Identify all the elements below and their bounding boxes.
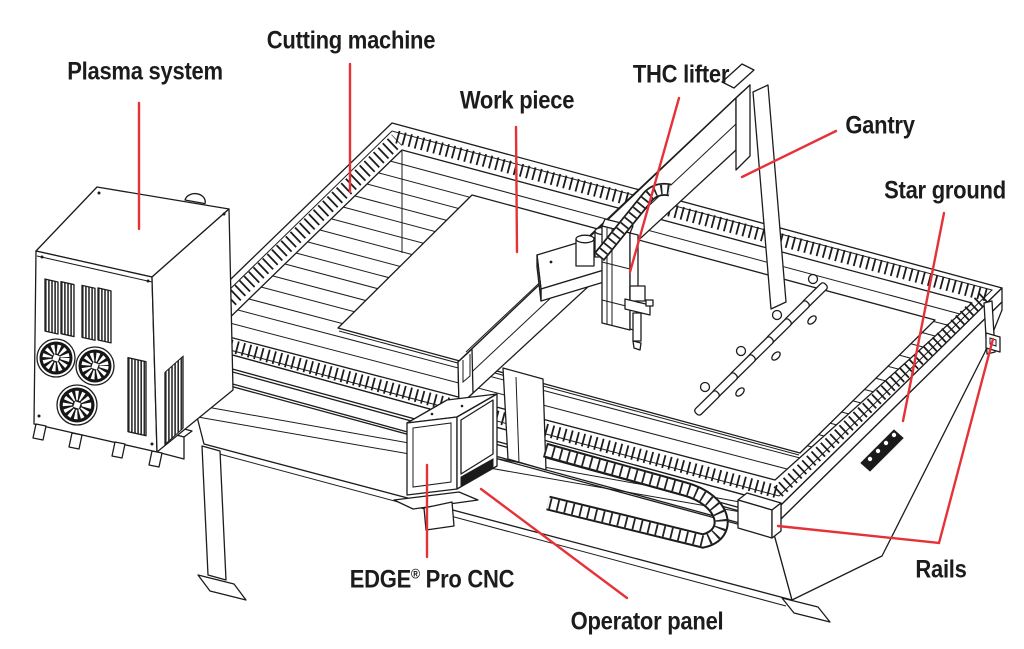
operator-panel-drawing bbox=[393, 393, 498, 531]
front-rail bbox=[737, 492, 782, 539]
fan-icon bbox=[75, 346, 115, 386]
edge-rest: Pro CNC bbox=[419, 565, 515, 594]
fan-icon bbox=[36, 338, 76, 378]
label-work-piece: Work piece bbox=[459, 86, 575, 115]
right-foot bbox=[781, 597, 831, 623]
label-edge-pro-cnc: EDGE® Pro CNC bbox=[349, 565, 515, 594]
plasma-system-drawing bbox=[32, 186, 234, 468]
gantry-end-plate bbox=[735, 84, 751, 171]
label-cutting-machine: Cutting machine bbox=[266, 26, 436, 55]
plasma-handle bbox=[184, 192, 206, 205]
console-screen bbox=[460, 399, 494, 475]
console-door bbox=[406, 416, 458, 496]
leader-star-ground bbox=[901, 211, 946, 423]
cooling-fans bbox=[36, 338, 115, 426]
edge-brand: EDGE bbox=[349, 565, 412, 594]
leader-lines bbox=[137, 62, 995, 600]
label-star-ground: Star ground bbox=[884, 176, 1006, 205]
console-keypad bbox=[460, 458, 494, 487]
cutting-table-drawing bbox=[156, 122, 1003, 623]
registered-mark: ® bbox=[411, 565, 420, 582]
leader-rails bbox=[776, 337, 995, 545]
leader-thc-lifter bbox=[628, 96, 681, 274]
plasma-torch bbox=[624, 285, 654, 351]
star-ground-slot bbox=[860, 429, 904, 472]
label-operator-panel: Operator panel bbox=[570, 607, 724, 636]
label-gantry: Gantry bbox=[845, 111, 915, 140]
front-cable-chain bbox=[542, 442, 729, 549]
label-thc-lifter: THC lifter bbox=[632, 60, 730, 89]
cut-parts bbox=[694, 273, 828, 416]
gantry-rear-plate bbox=[752, 84, 787, 310]
leader-operator-panel bbox=[479, 487, 629, 600]
vent-grilles bbox=[44, 278, 147, 437]
label-rails: Rails bbox=[915, 555, 967, 584]
left-leg bbox=[201, 445, 227, 581]
leader-gantry bbox=[740, 129, 838, 179]
side-vent-grille bbox=[164, 355, 184, 446]
gantry-drawing bbox=[457, 63, 787, 471]
plasma-feet bbox=[32, 423, 163, 468]
label-plasma-system: Plasma system bbox=[67, 57, 223, 86]
gantry-cable-chain bbox=[593, 182, 672, 262]
gantry-front-leg bbox=[502, 367, 547, 471]
fan-icon bbox=[56, 384, 98, 426]
leader-work-piece bbox=[514, 125, 519, 254]
